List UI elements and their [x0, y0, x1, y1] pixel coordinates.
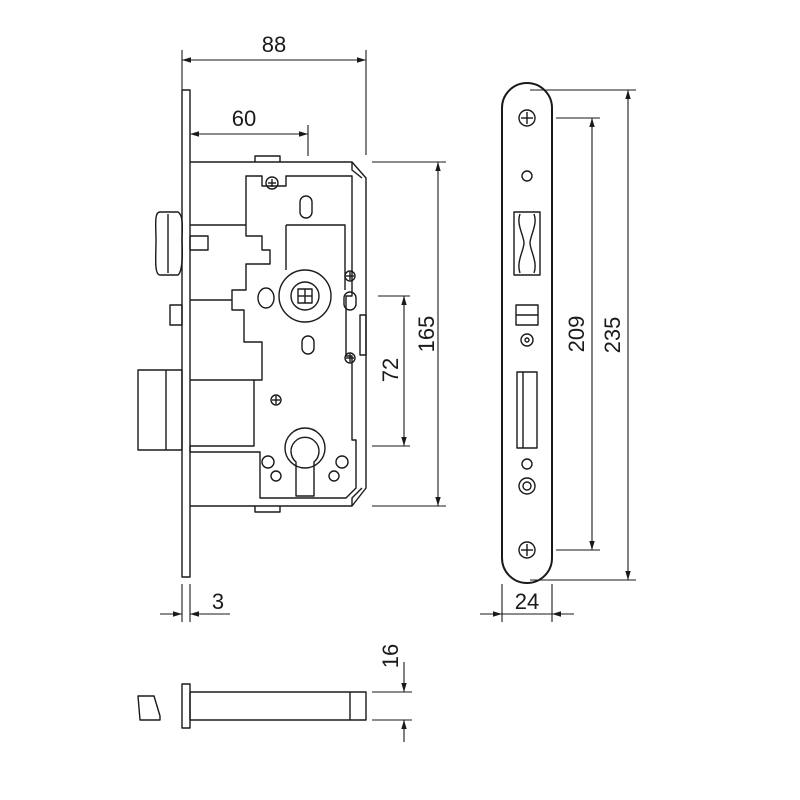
case-top [189, 691, 367, 721]
deadbolt-opening [516, 371, 538, 449]
dim-label-88: 88 [262, 32, 286, 57]
corner-detail [351, 162, 363, 179]
dimension-72: 72 [372, 295, 410, 447]
latch-tail [189, 235, 209, 251]
screw-icon [265, 176, 279, 190]
small-hole [518, 477, 536, 495]
dimension-235: 235 [530, 89, 636, 581]
dimension-3: 3 [160, 584, 230, 622]
faceplate-front-view [501, 82, 553, 584]
latch-bolt [154, 211, 184, 276]
faceplate-outline [501, 82, 553, 584]
side-slot [359, 314, 367, 356]
lock-body-side-view [137, 89, 367, 578]
case-outline [190, 161, 367, 507]
cyl-hole [261, 455, 275, 469]
dim-label-16: 16 [378, 644, 403, 668]
dim-label-24: 24 [515, 589, 539, 614]
screw-icon [344, 270, 356, 282]
small-hole [521, 170, 533, 182]
cylinder-cutout [290, 436, 320, 497]
dim-label-209: 209 [564, 316, 589, 353]
right-slot [343, 291, 357, 311]
upper-slot [299, 195, 313, 219]
cyl-hole [328, 470, 340, 482]
dim-label-235: 235 [600, 317, 625, 354]
deadbolt [137, 369, 183, 451]
dim-label-72: 72 [378, 358, 403, 382]
cylinder-ring [284, 427, 326, 469]
small-hole [520, 333, 534, 347]
dimension-165: 165 [372, 161, 446, 507]
follower-ring [290, 281, 320, 311]
dimension-16: 16 [372, 644, 412, 742]
inner-outline [286, 224, 346, 290]
screw-icon [518, 541, 536, 559]
follower-outer [278, 269, 332, 323]
dim-label-60: 60 [232, 106, 256, 131]
dim-label-165: 165 [414, 316, 439, 353]
dimension-60: 60 [190, 106, 309, 156]
dimension-209: 209 [556, 117, 600, 551]
bottom-notch [254, 506, 281, 513]
dim-label-3: 3 [212, 589, 224, 614]
follower-lobe [257, 287, 275, 309]
small-pin [169, 304, 183, 326]
dimension-24: 24 [480, 584, 574, 622]
small-hole [521, 458, 533, 470]
latch-tip [137, 695, 161, 721]
faceplate-edge [181, 683, 191, 729]
latch-opening [513, 211, 541, 276]
corner-detail-bottom [351, 487, 363, 506]
mechanism-plate [189, 175, 357, 499]
faceplate [181, 89, 191, 578]
screw-icon [518, 109, 536, 127]
screw-icon [344, 352, 356, 364]
lower-slot [301, 335, 315, 355]
lock-top-view [137, 683, 367, 729]
top-notch [254, 155, 281, 162]
cyl-hole [270, 470, 282, 482]
screw-icon [270, 394, 282, 406]
dimension-88: 88 [181, 32, 367, 155]
cyl-hole [335, 455, 349, 469]
